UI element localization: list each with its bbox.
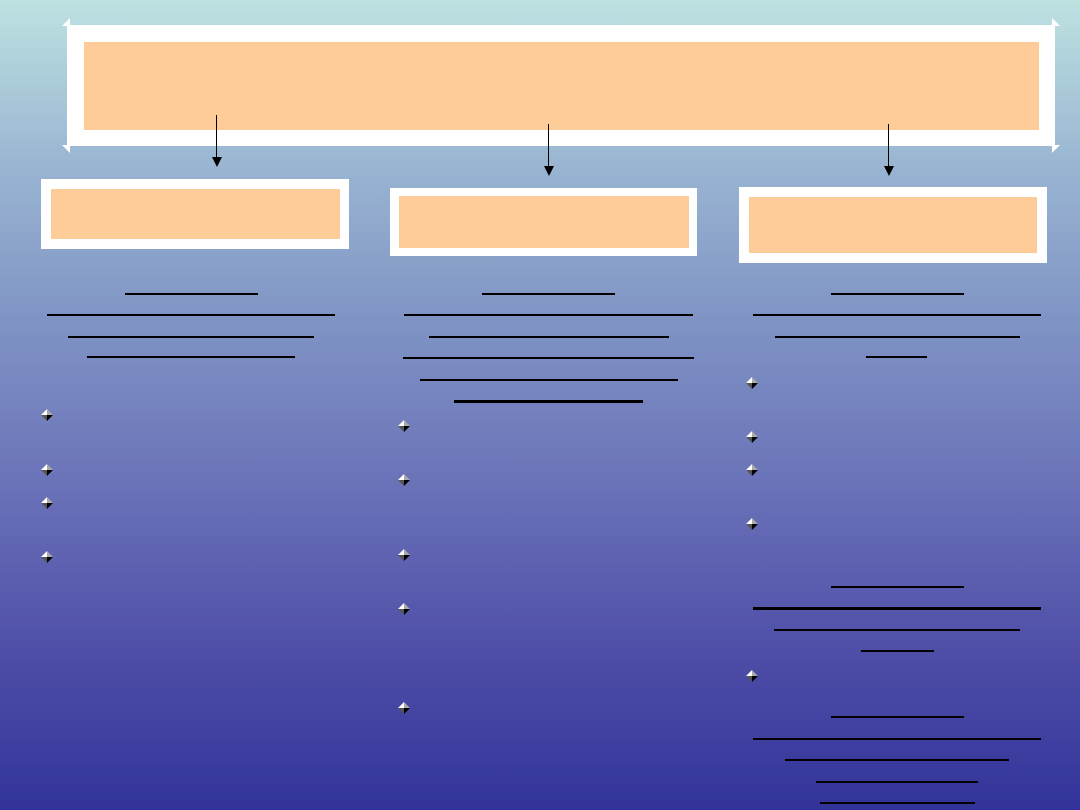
category-box-center-fill: [399, 196, 689, 248]
diamond-bullet-icon: [398, 420, 410, 432]
text-underline: [87, 356, 295, 358]
text-underline: [482, 293, 615, 295]
category-box-center: [390, 188, 697, 256]
diamond-bullet-icon: [746, 377, 758, 389]
arrow-right-shaft: [888, 124, 889, 167]
title-box-fill: [84, 42, 1039, 130]
text-underline: [831, 586, 964, 588]
text-underline: [753, 314, 1041, 316]
text-underline: [420, 379, 678, 381]
text-underline: [831, 716, 964, 718]
text-underline: [831, 293, 964, 295]
arrow-left-shaft: [216, 115, 217, 158]
text-underline: [820, 802, 975, 804]
arrow-center-head: [544, 166, 554, 176]
text-underline: [775, 336, 1020, 338]
text-underline: [785, 759, 1009, 761]
arrow-center-shaft: [548, 124, 549, 167]
diamond-bullet-icon: [746, 670, 758, 682]
text-underline: [816, 781, 978, 783]
text-underline: [125, 293, 258, 295]
diamond-bullet-icon: [41, 409, 53, 421]
diamond-bullet-icon: [746, 431, 758, 443]
arrow-right-head: [884, 166, 894, 176]
text-underline: [774, 629, 1020, 631]
diamond-bullet-icon: [398, 603, 410, 615]
diamond-bullet-icon: [746, 518, 758, 530]
title-corner-bl: [62, 145, 70, 153]
text-underline: [861, 650, 934, 652]
text-underline: [429, 336, 669, 338]
text-underline: [47, 314, 335, 316]
text-underline: [403, 357, 694, 359]
title-corner-tr: [1052, 18, 1060, 26]
category-box-left: [41, 179, 349, 249]
arrow-left-head: [212, 157, 222, 167]
title-corner-br: [1052, 145, 1060, 153]
title-box: [67, 25, 1055, 146]
title-corner-tl: [62, 18, 70, 26]
diamond-bullet-icon: [41, 551, 53, 563]
diamond-bullet-icon: [398, 702, 410, 714]
diamond-bullet-icon: [41, 497, 53, 509]
text-underline: [68, 336, 314, 338]
diamond-bullet-icon: [41, 464, 53, 476]
category-box-right-fill: [749, 197, 1037, 253]
category-box-left-fill: [51, 189, 340, 239]
diamond-bullet-icon: [746, 464, 758, 476]
diamond-bullet-icon: [398, 549, 410, 561]
diamond-bullet-icon: [398, 474, 410, 486]
text-underline: [454, 400, 643, 403]
text-underline: [866, 356, 927, 358]
category-box-right: [739, 187, 1047, 263]
text-underline: [753, 607, 1041, 610]
text-underline: [404, 314, 693, 316]
text-underline: [753, 738, 1041, 740]
